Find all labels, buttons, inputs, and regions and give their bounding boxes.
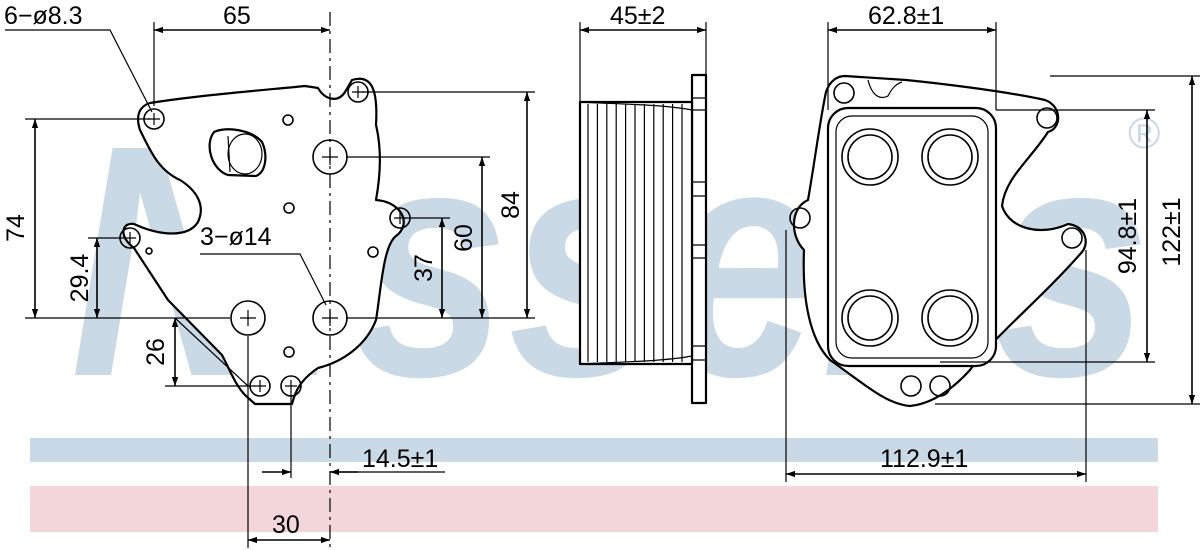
mount-hole-icon xyxy=(900,375,922,397)
side-mount-plate xyxy=(690,73,708,405)
dim-front-left-inner: 29.4 xyxy=(66,254,94,303)
rear-port-rings xyxy=(841,128,979,347)
dim-front-lower-left: 26 xyxy=(142,338,170,366)
mount-hole-icon xyxy=(833,82,855,104)
front-boss-cap xyxy=(227,133,263,175)
side-cooler-stack xyxy=(578,100,694,366)
front-dimension-lines xyxy=(5,22,535,548)
front-boss xyxy=(208,128,267,178)
red-band xyxy=(30,486,1158,532)
rear-dimension-lines xyxy=(785,22,1200,482)
port-ring-icon xyxy=(841,289,899,347)
dim-front-bottom-width: 30 xyxy=(272,511,300,539)
mount-hole-icon xyxy=(789,207,811,229)
cooler-edge xyxy=(579,101,693,365)
dim-front-right-inner: 37 xyxy=(410,254,438,282)
rear-inner-plate xyxy=(826,106,998,368)
dim-front-right-mid: 60 xyxy=(450,224,478,252)
dim-front-right-outer: 84 xyxy=(497,191,525,219)
mount-hole-icon xyxy=(1061,227,1083,249)
dim-front-bottom-offset: 14.5±1 xyxy=(362,445,438,473)
registered-mark: ® xyxy=(1128,109,1160,158)
rear-mount-holes xyxy=(789,82,1083,397)
mount-hole-icon xyxy=(1036,107,1058,129)
side-view: 45±2 xyxy=(578,2,708,405)
dim-rear-top-width: 62.8±1 xyxy=(868,2,944,30)
dim-side-depth: 45±2 xyxy=(610,2,665,30)
dim-rear-inner-height: 94.8±1 xyxy=(1114,198,1142,274)
port-ring-icon xyxy=(921,289,979,347)
dim-front-top-width: 65 xyxy=(223,2,251,30)
dim-front-left-height: 74 xyxy=(2,214,30,242)
ports-spec-label: 3−ø14 xyxy=(200,223,272,251)
rear-view: 62.8±1 94.8±1 122±1 112.9±1 xyxy=(785,2,1200,482)
dim-rear-bottom-width: 112.9±1 xyxy=(880,445,968,473)
port-ring-icon xyxy=(921,128,979,186)
mount-hole-icon xyxy=(929,375,951,397)
holes-spec-label: 6−ø8.3 xyxy=(4,2,83,30)
port-icon xyxy=(230,300,266,336)
front-view: 6−ø8.3 65 3−ø14 74 29.4 26 84 60 37 14.5… xyxy=(2,2,535,548)
side-cooler-fins xyxy=(579,101,693,365)
dim-rear-outer-height: 122±1 xyxy=(1158,197,1186,266)
blue-band xyxy=(30,438,1158,462)
port-ring-icon xyxy=(841,128,899,186)
front-flange-outline xyxy=(122,77,405,406)
front-small-holes xyxy=(145,114,379,358)
